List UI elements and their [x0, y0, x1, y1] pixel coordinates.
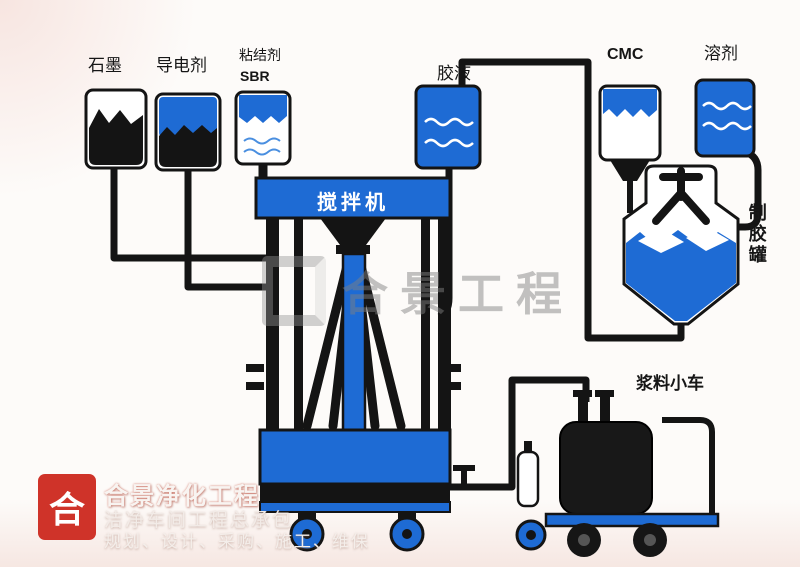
- mixer-collar: [336, 245, 370, 254]
- glue-tank-floating-solid: [638, 228, 684, 253]
- mixer-flange: [246, 382, 264, 390]
- label-binder: 粘结剂: [239, 47, 281, 63]
- conductive-agent-hopper: [154, 92, 222, 172]
- pipe-tank-to-glue: [458, 58, 685, 342]
- cart-inlet-cap: [595, 390, 614, 397]
- mixer-wheel-hub: [402, 529, 412, 539]
- mixer-funnel: [320, 218, 386, 245]
- glue-tank-liquid: [626, 230, 736, 321]
- sbr-liquid-top: [239, 95, 287, 123]
- mixer-flange: [246, 364, 264, 372]
- solvent-wave-line: [702, 121, 752, 131]
- mixer-base-skirt: [259, 501, 451, 513]
- cart-tank-inlet: [600, 396, 610, 424]
- graphite-hopper: [84, 88, 148, 170]
- graphite-material: [89, 109, 143, 165]
- brand-logo-icon: 合: [38, 474, 96, 540]
- slurry-cart-group: [515, 390, 720, 557]
- sbr-binder-container: [234, 90, 292, 166]
- cart-tank-inlet: [578, 396, 588, 424]
- label-slurry-cart: 浆料小车: [636, 374, 704, 393]
- label-glue-tank: 制胶罐: [746, 203, 767, 266]
- mixer-wheel-hub: [302, 529, 312, 539]
- solvent-container: [694, 78, 756, 158]
- cmc-liquid-top: [603, 89, 657, 117]
- mixer-machine: [246, 176, 461, 552]
- conductive-material: [159, 125, 217, 167]
- glue-tank-floating-solid: [686, 227, 729, 251]
- glue-wave-line: [424, 138, 474, 148]
- cart-slurry-tank: [559, 421, 653, 515]
- pipe-mixer-to-cart: [446, 376, 590, 491]
- glue-tank-agitator: [652, 167, 710, 225]
- brand-services: 规划、设计、采购、施工、维保: [104, 532, 370, 551]
- center-watermark: 合景工程: [262, 256, 574, 326]
- pipe-graphite-to-mixer: [110, 162, 274, 262]
- cart-wheel-hub: [644, 534, 656, 546]
- mixer-leg: [294, 218, 303, 430]
- label-conductive: 导电剂: [156, 56, 207, 75]
- solvent-wave-line: [702, 101, 752, 111]
- mixer-leg: [438, 218, 451, 430]
- cart-cylinder: [516, 450, 540, 508]
- cart-handle: [662, 417, 715, 514]
- label-glue-liquid: 胶液: [437, 64, 471, 83]
- glue-liquid-container: [414, 84, 482, 170]
- sbr-wave-line: [243, 137, 281, 145]
- label-cmc: CMC: [607, 46, 644, 63]
- mixer-header: [254, 176, 452, 220]
- watermark-logo-icon: [262, 256, 326, 326]
- mixer-base-band: [260, 484, 450, 502]
- brand-tagline: 洁净车间工程总承包: [104, 510, 294, 531]
- mixer-base: [258, 428, 452, 486]
- label-mixer: 搅拌机: [317, 192, 389, 214]
- cart-cylinder-cap: [524, 441, 532, 453]
- pipe-solvent-to-tank: [737, 148, 762, 231]
- cmc-funnel: [610, 160, 650, 181]
- cmc-container: [598, 84, 662, 181]
- sbr-wave-line: [243, 148, 281, 156]
- solvent-container-body: [694, 78, 756, 158]
- label-solvent: 溶剂: [704, 44, 738, 63]
- glue-container-body: [414, 84, 482, 170]
- glue-wave-line: [424, 117, 474, 127]
- mixer-flange: [443, 382, 461, 390]
- mixer-leg: [421, 218, 430, 430]
- cart-inlet-cap: [573, 390, 592, 397]
- mixer-leg: [266, 218, 279, 430]
- brand-name: 合景净化工程: [104, 483, 260, 510]
- cart-wheel-hub: [578, 534, 590, 546]
- pipe-conductive-to-mixer: [184, 164, 274, 291]
- glue-making-tank: [622, 164, 740, 326]
- cart-caster-hub: [526, 530, 536, 540]
- mixer-flange: [443, 364, 461, 372]
- watermark-text: 合景工程: [342, 268, 574, 320]
- label-sbr: SBR: [240, 68, 270, 84]
- label-graphite: 石墨: [88, 56, 122, 75]
- cart-platform: [544, 512, 720, 528]
